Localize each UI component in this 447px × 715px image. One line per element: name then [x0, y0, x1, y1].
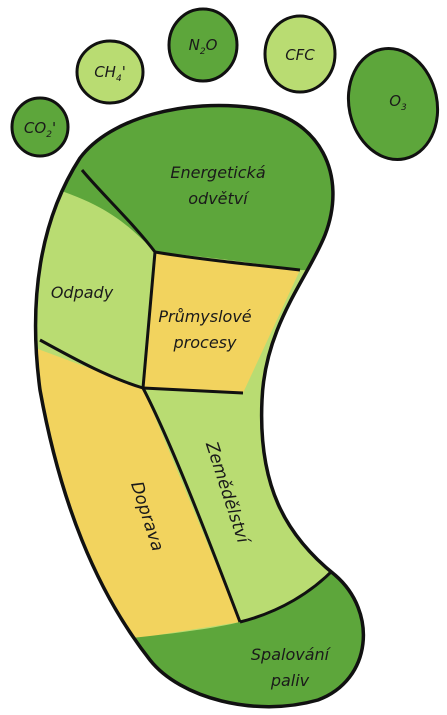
toe-n2o: N2O	[169, 9, 237, 81]
label-prumysl-line2: procesy	[173, 333, 238, 352]
toe-ch4-label: CH4'	[94, 63, 126, 84]
toe-cfc-label: CFC	[285, 46, 315, 64]
label-spalovani-line1: Spalování	[251, 645, 332, 664]
toe-ch4: CH4'	[77, 41, 143, 103]
label-spalovani-line2: paliv	[270, 671, 310, 690]
label-prumysl-line1: Průmyslové	[158, 307, 251, 326]
toe-n2o-shape	[169, 9, 237, 81]
toe-cfc: CFC	[265, 16, 335, 92]
label-odpady: Odpady	[51, 283, 114, 302]
toe-co2-label: CO2'	[24, 119, 56, 140]
toe-o3: O3	[338, 40, 447, 168]
toe-co2: CO2'	[12, 98, 68, 156]
label-energetika-line2: odvětví	[188, 189, 250, 208]
label-energetika-line1: Energetická	[170, 163, 265, 182]
